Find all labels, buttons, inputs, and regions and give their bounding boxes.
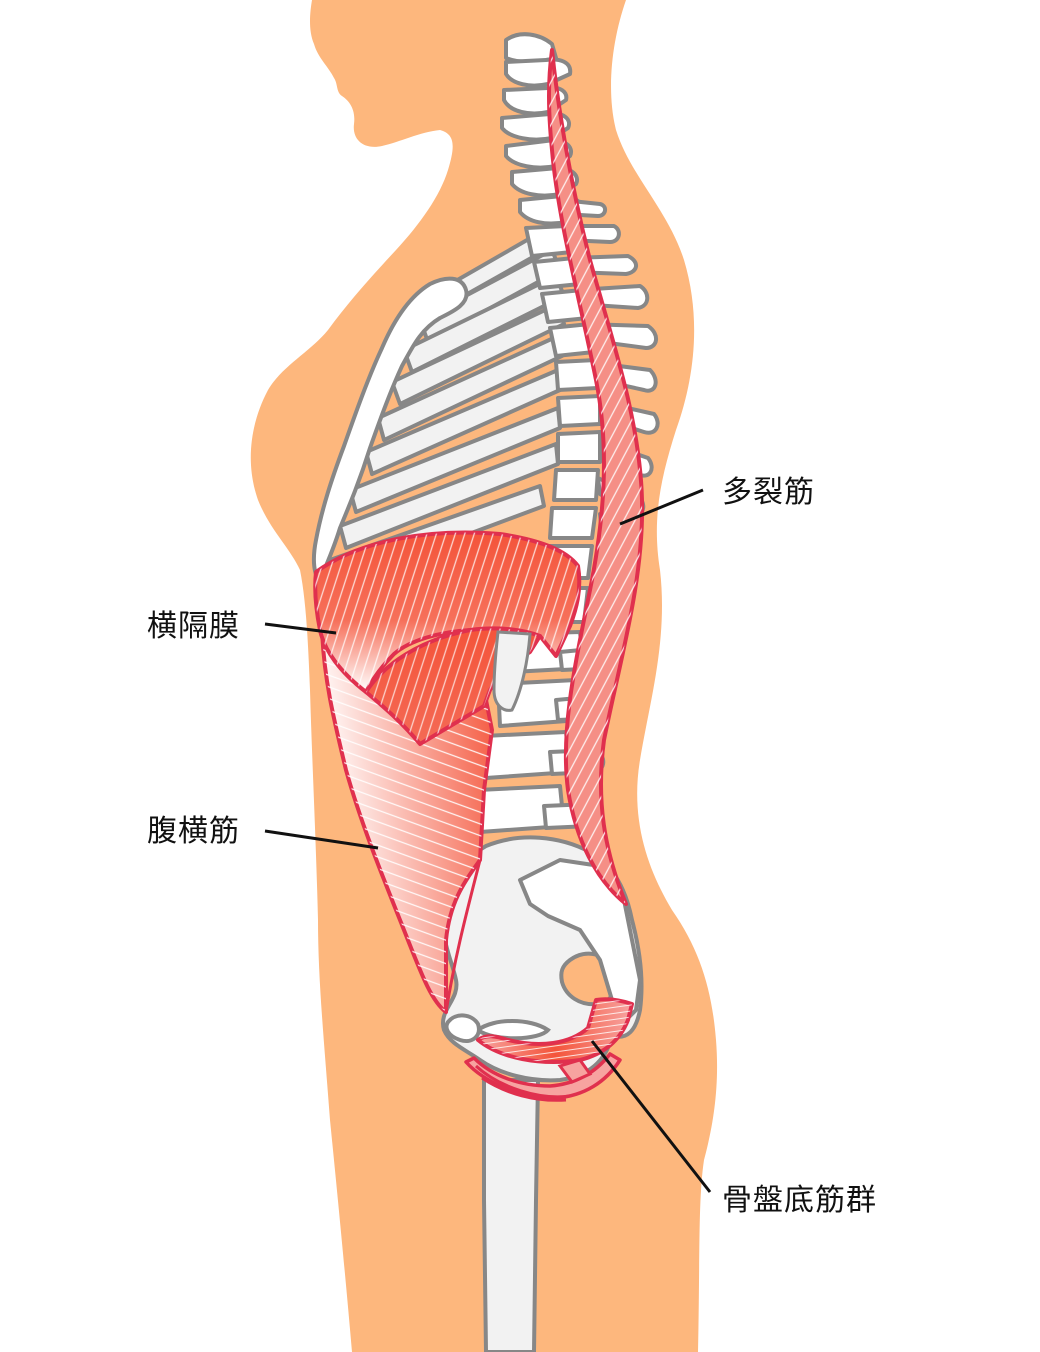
diaphragm-muscle: [313, 530, 582, 746]
label-transversus-abdominis: 腹横筋: [147, 814, 240, 849]
leader-line-multifidus: [619, 488, 704, 526]
leader-lines: [264, 488, 712, 1193]
label-pelvic-floor: 骨盤底筋群: [722, 1183, 877, 1218]
leader-line-transversus-abdominis: [264, 829, 379, 850]
leader-line-diaphragm: [264, 622, 337, 635]
multifidus-muscle: [547, 48, 645, 906]
pubic-bone: [444, 1013, 481, 1043]
label-diaphragm: 横隔膜: [147, 609, 240, 644]
pelvic-floor-muscles: [464, 997, 634, 1102]
leader-line-pelvic-floor: [590, 1040, 712, 1193]
sternum: [311, 276, 469, 582]
femur-bone: [482, 1078, 541, 1352]
label-multifidus: 多裂筋: [722, 475, 815, 510]
